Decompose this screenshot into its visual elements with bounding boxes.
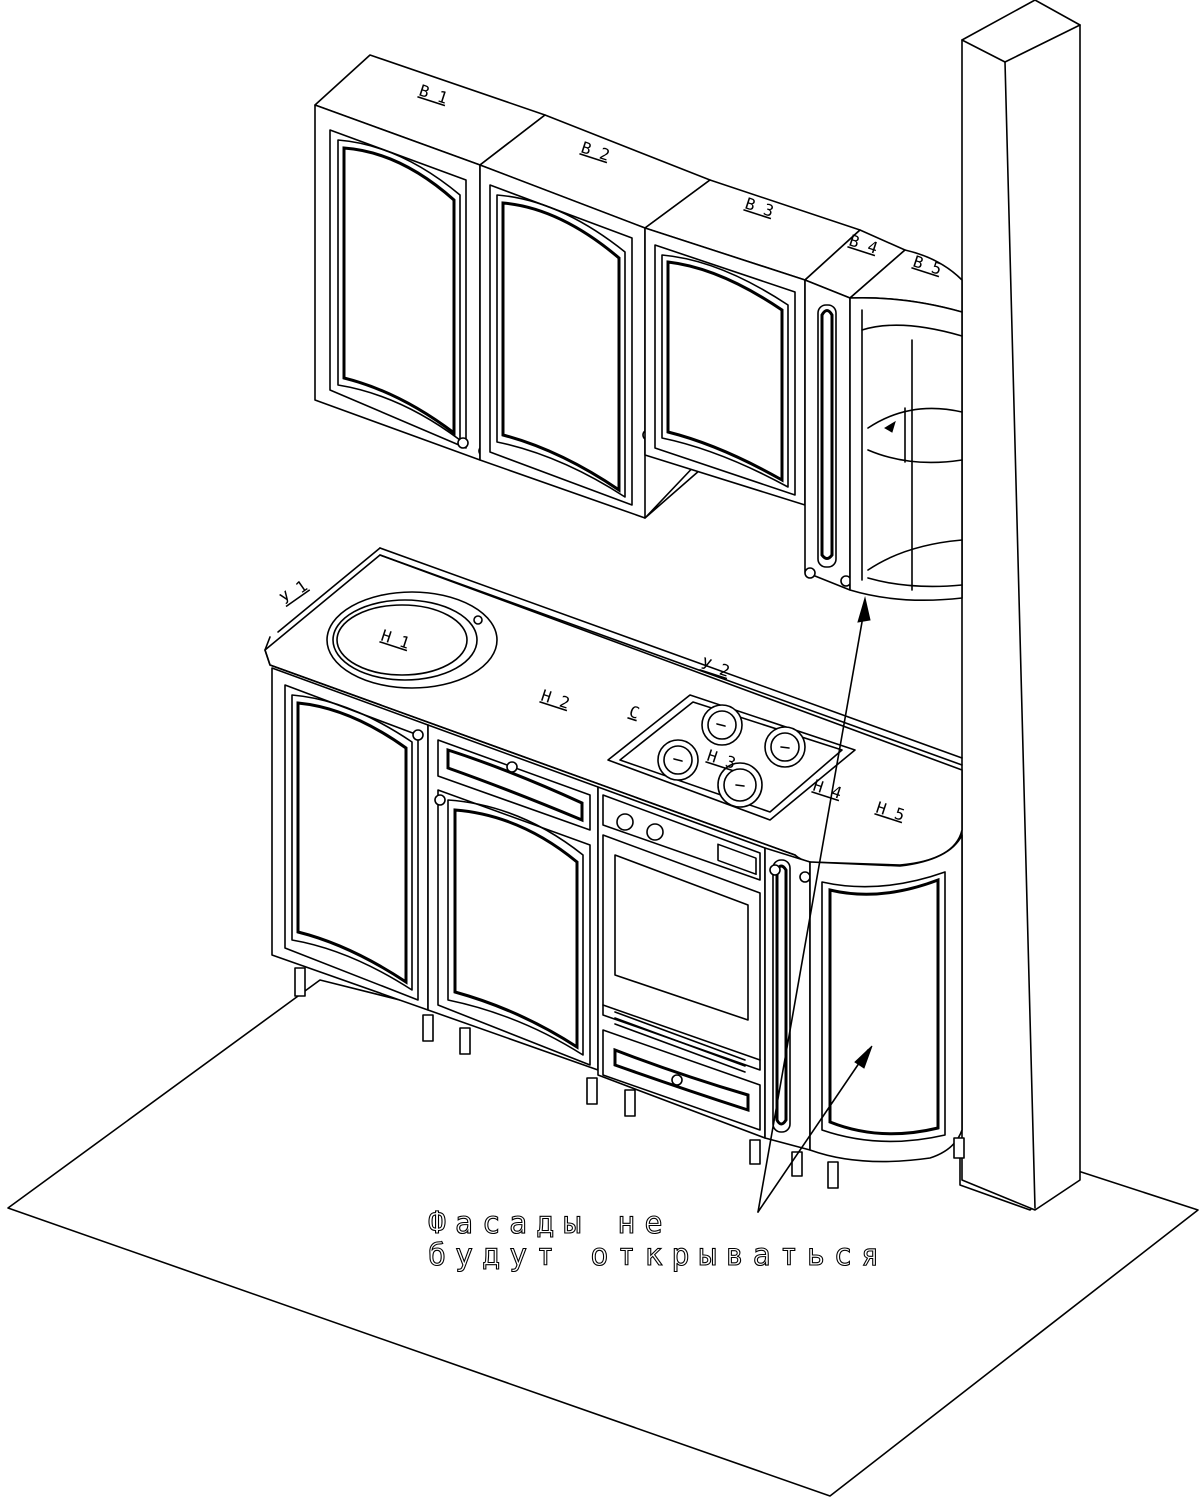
wall-pillar xyxy=(961,0,1081,1211)
leader-line xyxy=(757,604,866,1213)
upper-cabinet-b4 xyxy=(804,279,851,591)
label-countertop-1: У 1 xyxy=(276,576,311,608)
sink xyxy=(326,591,498,689)
arrowhead xyxy=(854,1045,873,1069)
cooktop xyxy=(607,694,856,821)
leader-line xyxy=(757,1049,869,1213)
annotation-line-1: Фасады не xyxy=(428,1206,672,1241)
arrowhead xyxy=(857,596,871,623)
upper-cabinet-b5 xyxy=(849,296,963,601)
cabinet-legs xyxy=(294,967,965,1189)
upper-cabinet-row xyxy=(314,54,963,601)
annotation-line-2: будут открываться xyxy=(428,1238,888,1273)
annotation: Фасады не будут открываться xyxy=(427,596,888,1274)
lower-cabinet-h3-oven xyxy=(597,786,766,1139)
countertop xyxy=(264,547,963,866)
lower-cabinet-h5 xyxy=(809,834,963,1163)
